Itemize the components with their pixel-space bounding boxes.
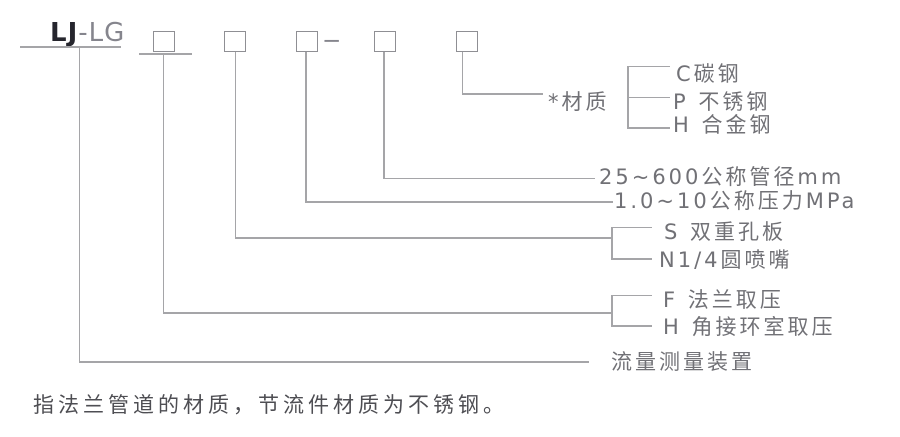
throttle-option-n: N1/4圆喷嘴 — [659, 248, 793, 272]
code-box-2 — [224, 31, 246, 52]
device-label: 流量测量装置 — [611, 350, 755, 374]
connector-throttle-stem — [234, 52, 236, 238]
diameter-label: 25~600公称管径mm — [599, 165, 845, 189]
connector-device-stem — [78, 46, 80, 362]
tapping-option-f: F 法兰取压 — [663, 288, 784, 312]
material-bracket-branch-h — [627, 127, 670, 129]
material-option-alloy-steel: H 合金钢 — [673, 113, 774, 137]
connector-device-line — [78, 361, 589, 363]
code-box-5 — [456, 31, 478, 52]
tapping-bracket-branch-h — [611, 325, 652, 327]
footnote: 指法兰管道的材质，节流件材质为不锈钢。 — [33, 393, 508, 417]
code-box-4 — [374, 31, 396, 52]
connector-diameter-stem — [383, 52, 385, 178]
material-bracket-branch-p — [627, 96, 670, 98]
connector-diameter-line — [383, 177, 595, 179]
tapping-bracket-branch-f — [611, 294, 652, 296]
material-bracket-branch-c — [627, 65, 670, 67]
tapping-option-h: H 角接环室取压 — [663, 315, 836, 339]
connector-tapping-stem — [162, 53, 164, 313]
connector-pressure-line — [305, 201, 613, 203]
throttle-bracket-branch-n — [611, 258, 652, 260]
code-box-3 — [296, 31, 318, 52]
material-option-stainless-steel: P 不锈钢 — [673, 90, 771, 114]
model-code: LJ-LG — [50, 20, 125, 46]
throttle-bracket-branch-s — [611, 226, 652, 228]
model-underline — [20, 46, 121, 48]
code-box-1-underline — [139, 53, 192, 55]
throttle-bracket-vertical — [611, 226, 613, 260]
model-prefix: LJ — [50, 18, 79, 48]
pressure-label: 1.0~10公称压力MPa — [614, 189, 858, 213]
material-option-carbon-steel: C碳钢 — [676, 62, 742, 86]
connector-pressure-stem — [305, 52, 307, 201]
material-label: *材质 — [548, 90, 610, 114]
connector-material-line — [461, 93, 543, 95]
throttle-option-s: S 双重孔板 — [664, 220, 787, 244]
model-suffix: -LG — [78, 18, 126, 48]
code-separator-dash: − — [322, 28, 342, 54]
connector-material-stem — [461, 52, 463, 93]
connector-throttle-line — [234, 237, 612, 239]
code-box-1 — [153, 31, 175, 52]
tapping-bracket-vertical — [611, 294, 613, 327]
connector-tapping-line — [162, 312, 612, 314]
